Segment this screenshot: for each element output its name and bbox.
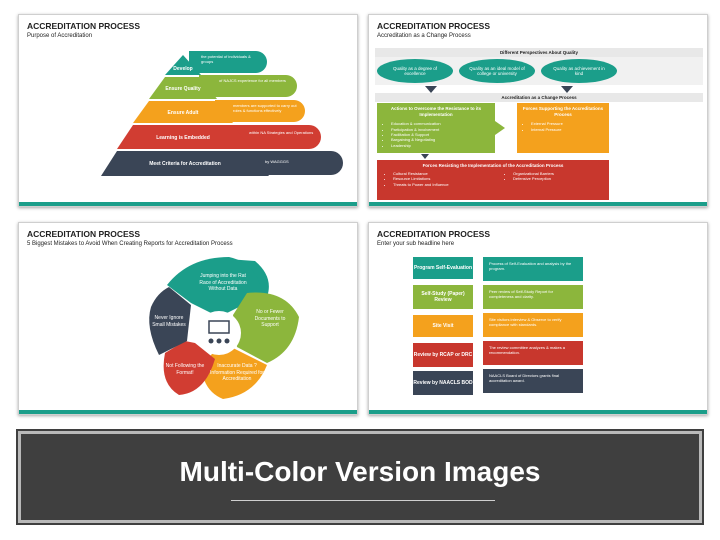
quality-oval: Quality as achievement in kind	[541, 59, 617, 83]
list-item: Cultural Resistance	[393, 171, 503, 176]
perspectives-header: Different Perspectives About Quality	[375, 48, 703, 57]
list-item: Participation & involvement	[391, 127, 491, 132]
supporting-forces-box: Forces Supporting the Accreditations Pro…	[517, 103, 609, 153]
resistance-actions-box: Actions to Overcome the Resistance to it…	[377, 103, 495, 153]
slide-subtitle: Accreditation as a Change Process	[377, 33, 471, 39]
petal-label: No or Fewer Documents to Support	[254, 309, 286, 328]
list-item: External Pressure	[531, 121, 605, 126]
petal-label: Inaccurate Data ? Information Required f…	[210, 363, 264, 382]
down-arrow-icon	[561, 86, 573, 93]
footer-banner: Multi-Color Version Images	[18, 431, 702, 523]
slide-thumbnail-mistakes[interactable]: ACCREDITATION PROCESS 5 Biggest Mistakes…	[18, 222, 358, 415]
resisting-forces-box: Forces Resisting the Implementation of t…	[377, 160, 609, 200]
right-arrow-icon	[495, 121, 505, 135]
step-description: Site visitors interview & Observe to ver…	[483, 313, 583, 337]
petal-label: Jumping into the Rat Race of Accreditati…	[199, 273, 247, 292]
step-label: Self-Study (Paper) Review	[413, 285, 473, 309]
banner-underline	[231, 500, 495, 501]
list-item: Education & communication	[391, 121, 491, 126]
list-item: Internal Pressure	[531, 127, 605, 132]
quality-oval: Quality as a degree of excellence	[377, 59, 453, 83]
tier-label: Meet Criteria for Accreditation	[149, 161, 221, 167]
list-item: Leadership	[391, 143, 491, 148]
slide-title: ACCREDITATION PROCESS	[377, 21, 491, 31]
step-label: Site Visit	[413, 315, 473, 337]
box-title: Forces Resisting the Implementation of t…	[422, 163, 564, 168]
tier-label: Ensure Adult	[167, 110, 199, 116]
tier-label: Ensure Quality	[165, 86, 201, 92]
tier-desc: members are supported to carry out roles…	[233, 103, 297, 113]
tier-desc: by WAGGGS	[265, 159, 289, 164]
down-arrow-icon	[421, 154, 429, 159]
slide-subtitle: 5 Biggest Mistakes to Avoid When Creatin…	[27, 241, 233, 247]
slide-thumbnail-pyramid[interactable]: ACCREDITATION PROCESS Purpose of Accredi…	[18, 14, 358, 207]
step-description: Peer review of Self-Study Report for com…	[483, 285, 583, 309]
slide-thumbnail-steps[interactable]: ACCREDITATION PROCESS Enter your sub hea…	[368, 222, 708, 415]
tier-desc: within NA Strategies and Operations	[249, 130, 314, 135]
pyramid-graphic	[101, 55, 269, 176]
change-header: Accreditation as a Change Process	[375, 93, 703, 102]
tier-label: Learning is Embedded	[156, 135, 210, 141]
tier-label: Develop	[173, 66, 193, 72]
list-item: Bargaining & Negotiating	[391, 137, 491, 142]
tier-pill-2: of NAJCS experience for all members	[199, 75, 297, 97]
list-item: Facilitation & Support	[391, 132, 491, 137]
petal-label: Never Ignore Small Mistakes	[152, 315, 186, 328]
tier-pill-3: members are supported to carry out roles…	[215, 100, 305, 122]
list-item: Threats to Power and Influence	[393, 182, 503, 187]
step-label: Program Self-Evaluation	[413, 257, 473, 279]
tier-pill-1: the potential of individuals & groups	[189, 51, 267, 73]
step-description: NAACLS Board of Directors grants final a…	[483, 369, 583, 393]
step-label: Review by RCAP or DRC	[413, 343, 473, 367]
list-item: Resource Limitations	[393, 176, 503, 181]
slide-subtitle: Enter your sub headline here	[377, 241, 455, 247]
step-label: Review by NAACLS BOD	[413, 371, 473, 395]
step-description: The review committee analyzes & makes a …	[483, 341, 583, 365]
slide-thumbnail-change-process[interactable]: ACCREDITATION PROCESS Accreditation as a…	[368, 14, 708, 207]
step-description: Process of Self-Evaluation and analysis …	[483, 257, 583, 281]
quality-oval: Quality as an ideal model of college or …	[459, 59, 535, 83]
box-title: Forces Supporting the Accreditations Pro…	[522, 106, 604, 118]
slide-title: ACCREDITATION PROCESS	[27, 229, 141, 239]
pentagon-petals-graphic	[149, 257, 299, 399]
tier-desc: of NAJCS experience for all members	[219, 78, 286, 83]
petal-label: Not Following the Format!	[165, 363, 205, 376]
list-item: Organizational Barriers	[513, 171, 554, 176]
box-title: Actions to Overcome the Resistance to it…	[390, 106, 482, 118]
slide-title: ACCREDITATION PROCESS	[27, 21, 141, 31]
list-item: Defensive Perception	[513, 176, 554, 181]
slide-subtitle: Purpose of Accreditation	[27, 33, 93, 39]
down-arrow-icon	[425, 86, 437, 93]
tier-desc: the potential of individuals & groups	[201, 54, 251, 64]
banner-title: Multi-Color Version Images	[179, 456, 541, 487]
slide-title: ACCREDITATION PROCESS	[377, 229, 491, 239]
